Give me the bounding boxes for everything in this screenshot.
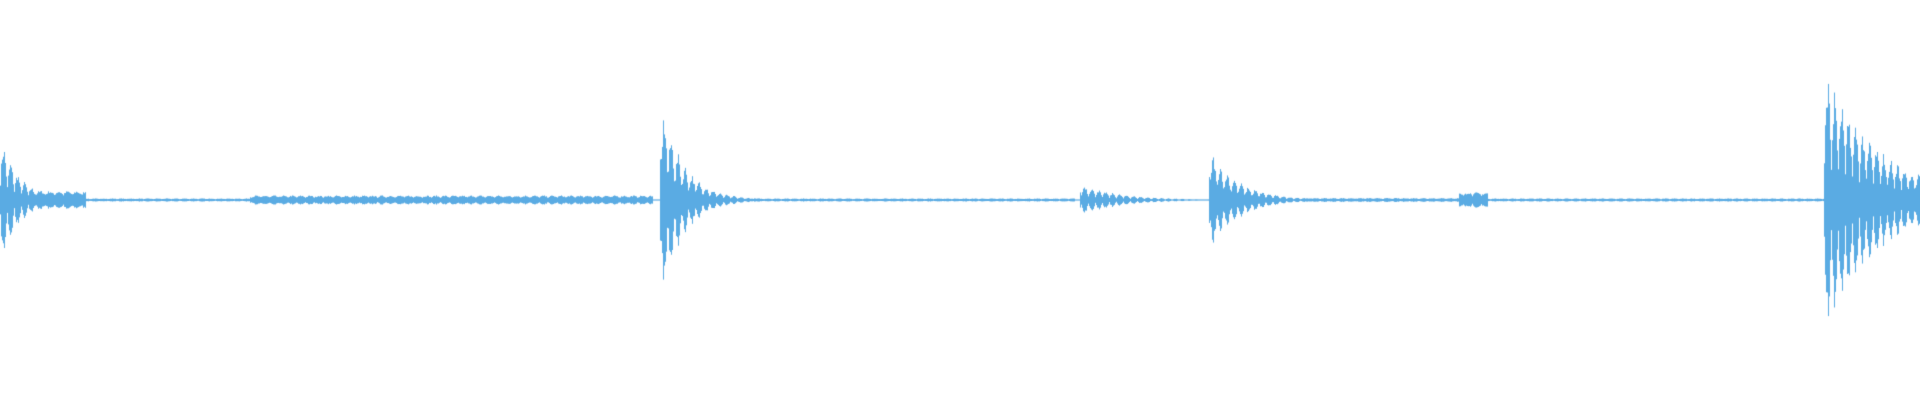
audio-waveform[interactable] xyxy=(0,0,1920,400)
